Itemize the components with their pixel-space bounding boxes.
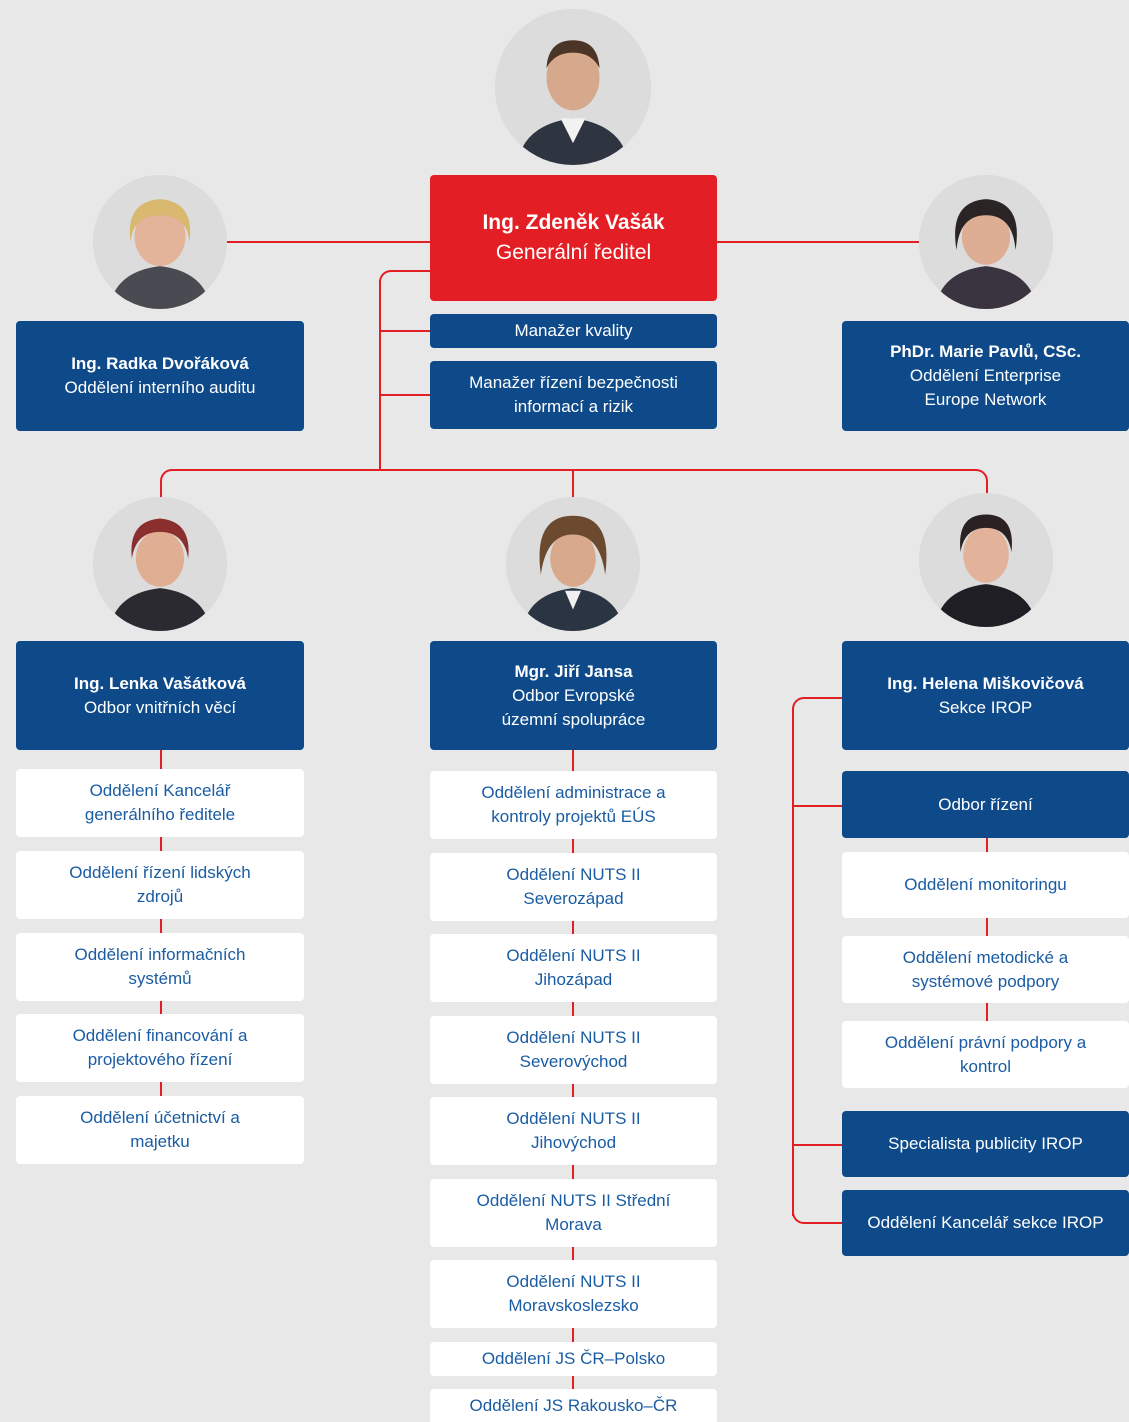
unit-label: Oddělení NUTS II Střední Morava bbox=[476, 1191, 671, 1234]
line-drop-left bbox=[160, 482, 162, 498]
portrait-icon bbox=[93, 175, 227, 309]
line-bracket-specialist bbox=[793, 1144, 843, 1146]
irop-unit: Oddělení monitoringu bbox=[842, 852, 1129, 918]
line-bracket-odbor bbox=[793, 805, 843, 807]
line-curve-right bbox=[974, 469, 988, 483]
line-bracket-office bbox=[805, 1222, 843, 1224]
audit-role: Oddělení interního auditu bbox=[64, 378, 256, 397]
unit-label: Oddělení metodické a systémové podpory bbox=[902, 947, 1069, 991]
internal-photo bbox=[93, 497, 227, 631]
director-photo bbox=[495, 9, 651, 165]
eus-unit: Oddělení NUTS II Severovýchod bbox=[430, 1016, 717, 1084]
eus-unit: Oddělení NUTS II Jihozápad bbox=[430, 934, 717, 1002]
irop-specialist-box: Specialista publicity IROP bbox=[842, 1111, 1129, 1177]
line-staff-1 bbox=[380, 330, 430, 332]
internal-name: Ing. Lenka Vašátková bbox=[74, 673, 246, 693]
quality-manager-box: Manažer kvality bbox=[430, 314, 717, 348]
eus-unit: Oddělení NUTS II Severozápad bbox=[430, 853, 717, 921]
line-left-chain bbox=[160, 750, 162, 1100]
internal-unit: Oddělení účetnictví a majetku bbox=[16, 1096, 304, 1164]
unit-label: Oddělení Kancelář generálního ředitele bbox=[84, 781, 236, 824]
internal-role: Odbor vnitřních věcí bbox=[83, 697, 237, 717]
audit-box: Ing. Radka Dvořáková Oddělení interního … bbox=[16, 321, 304, 431]
eus-unit: Oddělení NUTS II Jihovýchod bbox=[430, 1097, 717, 1165]
unit-label: Oddělení NUTS II Severozápad bbox=[506, 865, 641, 908]
line-drop-center bbox=[572, 470, 574, 498]
quality-manager-label: Manažer kvality bbox=[514, 321, 633, 340]
line-right-odbor-chain bbox=[986, 838, 988, 1032]
eus-unit: Oddělení JS Rakousko–ČR bbox=[430, 1389, 717, 1422]
eus-unit: Oddělení administrace a kontroly projekt… bbox=[430, 771, 717, 839]
irop-specialist-label: Specialista publicity IROP bbox=[888, 1134, 1083, 1153]
een-name: PhDr. Marie Pavlů, CSc. bbox=[890, 342, 1081, 361]
een-box: PhDr. Marie Pavlů, CSc. Oddělení Enterpr… bbox=[842, 321, 1129, 431]
line-spine-top bbox=[390, 270, 430, 272]
eus-unit: Oddělení NUTS II Střední Morava bbox=[430, 1179, 717, 1247]
irop-box: Ing. Helena Miškovičová Sekce IROP bbox=[842, 641, 1129, 750]
een-photo bbox=[919, 175, 1053, 309]
portrait-icon bbox=[495, 9, 651, 165]
irop-photo bbox=[919, 493, 1053, 627]
audit-name: Ing. Radka Dvořáková bbox=[71, 354, 249, 373]
internal-unit: Oddělení Kancelář generálního ředitele bbox=[16, 769, 304, 837]
line-right-bracket bbox=[792, 708, 794, 1216]
irop-name: Ing. Helena Miškovičová bbox=[887, 673, 1084, 693]
unit-label: Oddělení informačních systémů bbox=[74, 945, 246, 988]
line-spine-curve bbox=[379, 270, 393, 284]
line-curve-left bbox=[160, 469, 174, 483]
unit-label: Oddělení řízení lidských zdrojů bbox=[69, 863, 251, 906]
portrait-icon bbox=[93, 497, 227, 631]
eus-box: Mgr. Jiří Jansa Odbor Evropské územní sp… bbox=[430, 641, 717, 750]
irop-unit: Oddělení právní podpory a kontrol bbox=[842, 1021, 1129, 1088]
eus-photo bbox=[506, 497, 640, 631]
portrait-icon bbox=[919, 175, 1053, 309]
line-director-right bbox=[716, 241, 920, 243]
irop-role: Sekce IROP bbox=[938, 697, 1033, 717]
unit-label: Oddělení JS ČR–Polsko bbox=[481, 1349, 666, 1368]
portrait-icon bbox=[919, 493, 1053, 627]
unit-label: Oddělení NUTS II Jihozápad bbox=[506, 946, 641, 989]
een-role: Oddělení Enterprise Europe Network bbox=[909, 366, 1062, 409]
line-right-bracket-top bbox=[792, 697, 806, 711]
unit-label: Oddělení účetnictví a majetku bbox=[80, 1108, 240, 1151]
irop-office-label: Oddělení Kancelář sekce IROP bbox=[867, 1213, 1104, 1232]
unit-label: Oddělení administrace a kontroly projekt… bbox=[481, 783, 666, 826]
line-bracket-head bbox=[805, 697, 843, 699]
internal-box: Ing. Lenka Vašátková Odbor vnitřních věc… bbox=[16, 641, 304, 750]
eus-unit: Oddělení JS ČR–Polsko bbox=[430, 1342, 717, 1376]
director-box: Ing. Zdeněk Vašák Generální ředitel bbox=[430, 175, 717, 301]
line-spine bbox=[379, 280, 381, 470]
unit-label: Oddělení monitoringu bbox=[904, 875, 1067, 894]
irop-odbor-label: Odbor řízení bbox=[938, 794, 1033, 814]
unit-label: Oddělení právní podpory a kontrol bbox=[884, 1032, 1087, 1076]
internal-unit: Oddělení řízení lidských zdrojů bbox=[16, 851, 304, 919]
security-manager-box: Manažer řízení bezpečnosti informací a r… bbox=[430, 361, 717, 429]
line-staff-2 bbox=[380, 394, 430, 396]
audit-photo bbox=[93, 175, 227, 309]
director-name: Ing. Zdeněk Vašák bbox=[482, 211, 665, 234]
irop-odbor-box: Odbor řízení bbox=[842, 771, 1129, 838]
director-role: Generální ředitel bbox=[495, 241, 652, 264]
internal-unit: Oddělení financování a projektového říze… bbox=[16, 1014, 304, 1082]
irop-office-box: Oddělení Kancelář sekce IROP bbox=[842, 1190, 1129, 1256]
line-drop-right bbox=[986, 482, 988, 498]
eus-role: Odbor Evropské územní spolupráce bbox=[501, 685, 646, 729]
unit-label: Oddělení NUTS II Severovýchod bbox=[506, 1028, 641, 1071]
unit-label: Oddělení NUTS II Moravskoslezsko bbox=[506, 1272, 641, 1315]
irop-unit: Oddělení metodické a systémové podpory bbox=[842, 936, 1129, 1003]
unit-label: Oddělení JS Rakousko–ČR bbox=[469, 1395, 678, 1415]
internal-unit: Oddělení informačních systémů bbox=[16, 933, 304, 1001]
security-manager-label: Manažer řízení bezpečnosti informací a r… bbox=[469, 373, 678, 416]
line-director-left bbox=[225, 241, 430, 243]
unit-label: Oddělení financování a projektového říze… bbox=[72, 1026, 248, 1069]
eus-name: Mgr. Jiří Jansa bbox=[514, 661, 633, 681]
portrait-icon bbox=[506, 497, 640, 631]
line-distribution bbox=[172, 469, 976, 471]
eus-unit: Oddělení NUTS II Moravskoslezsko bbox=[430, 1260, 717, 1328]
line-right-bracket-bottom bbox=[792, 1210, 806, 1224]
unit-label: Oddělení NUTS II Jihovýchod bbox=[506, 1109, 641, 1152]
